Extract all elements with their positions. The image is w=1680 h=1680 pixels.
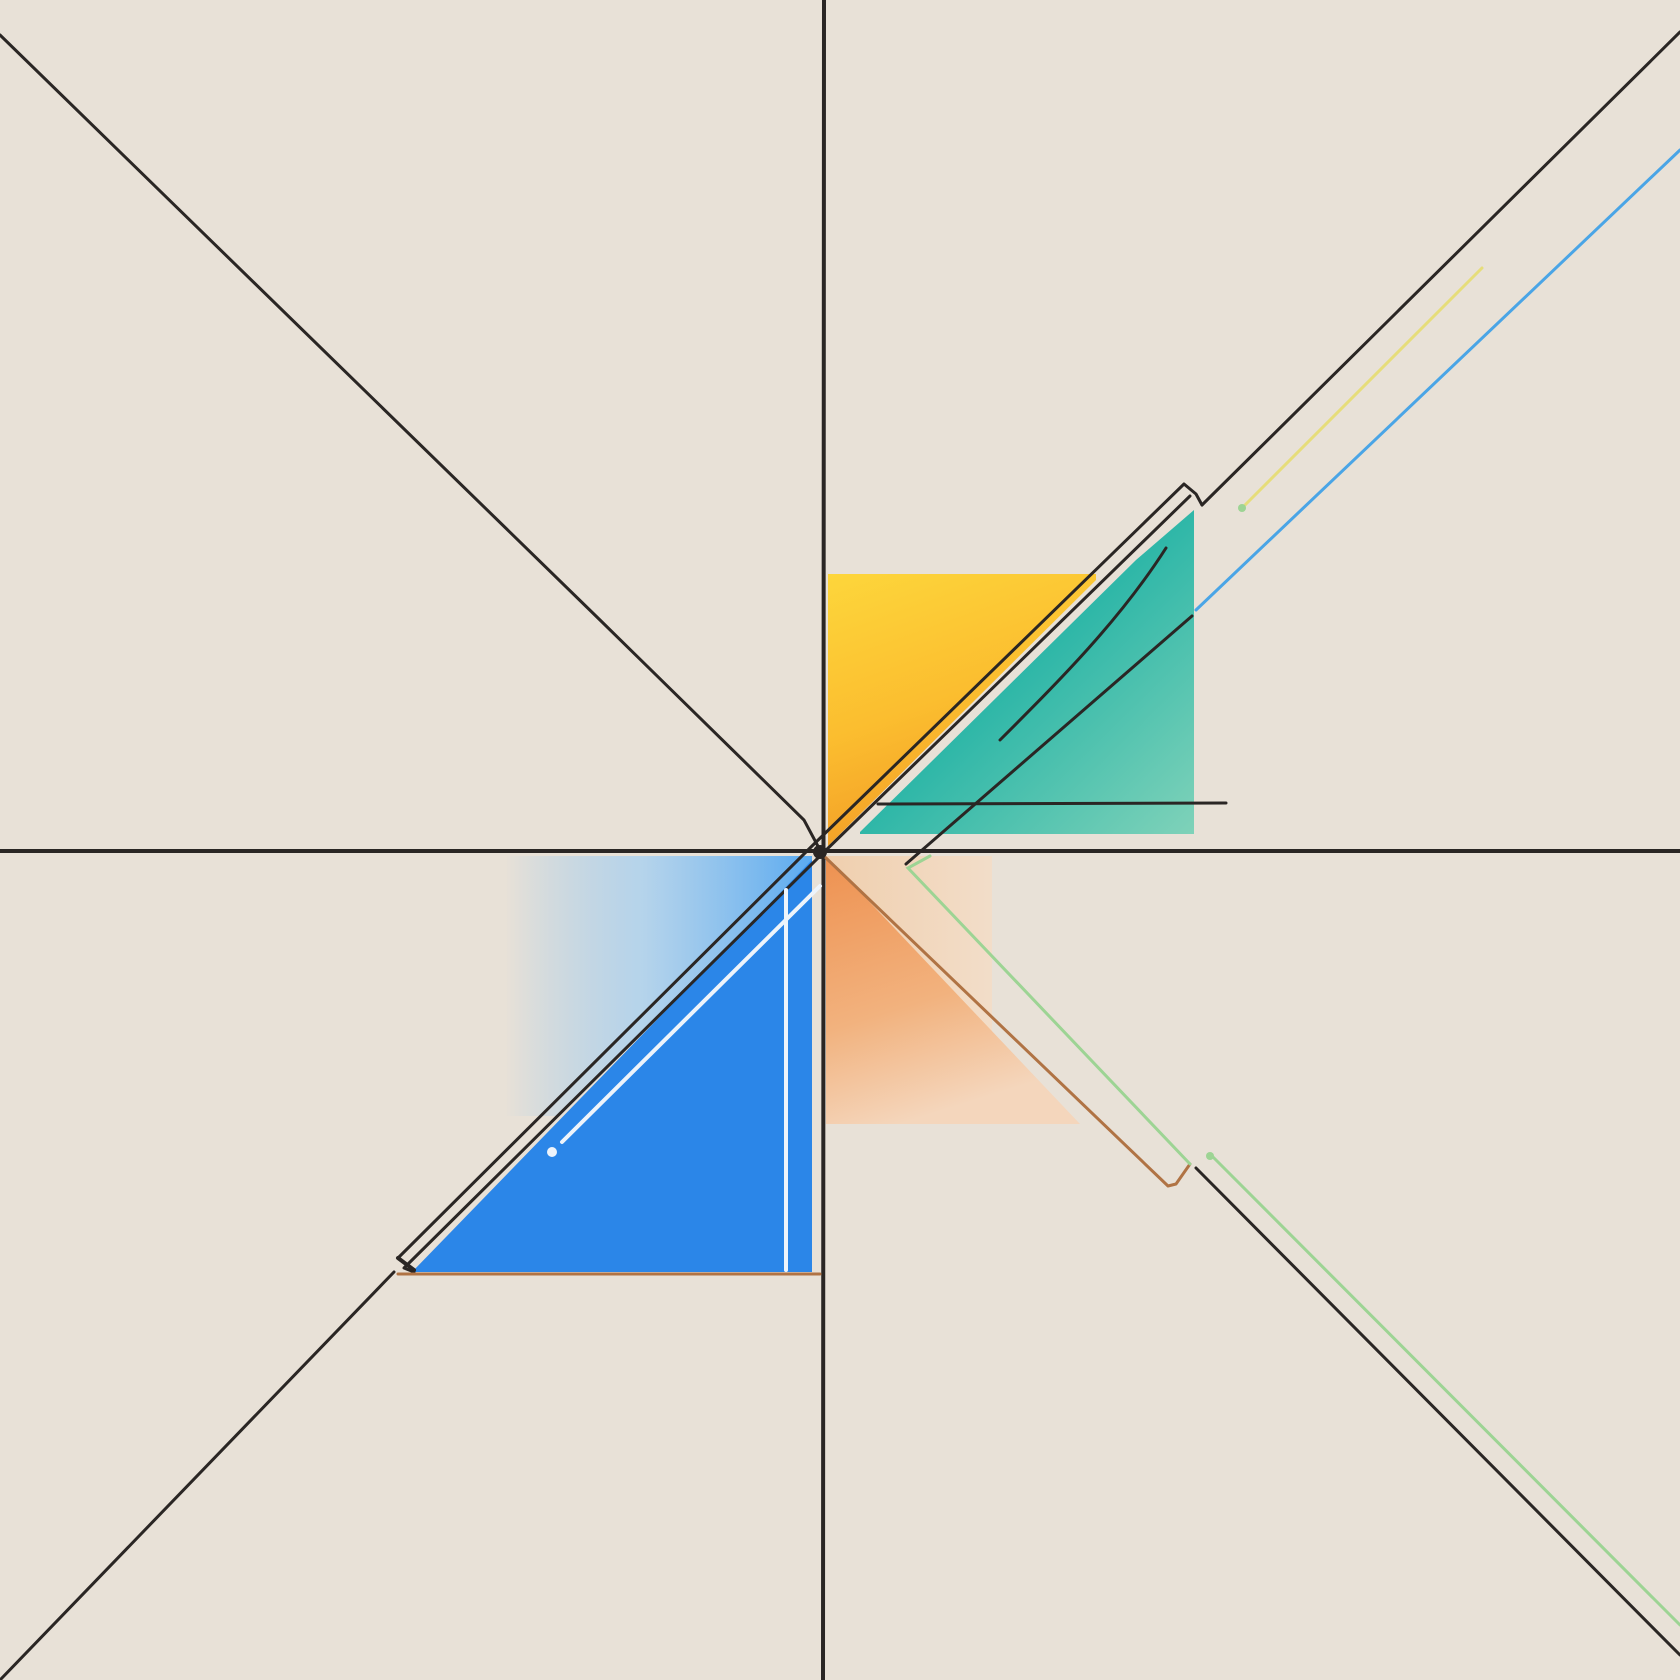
central-beam	[396, 482, 1228, 1274]
peach-diagonal-edge	[824, 856, 1192, 1188]
peach-field	[826, 856, 1080, 1124]
blue-highlights	[547, 884, 822, 1272]
rust-lines	[396, 856, 1192, 1276]
yellow-field	[828, 574, 1096, 846]
green-accent-line	[905, 854, 1192, 1166]
diagonal-lower-right-line	[1194, 1166, 1680, 1657]
green-accent-dot	[1206, 1152, 1214, 1160]
diagonal-upper-right-line	[1200, 30, 1680, 507]
diagonal-lower-left-line	[0, 1270, 396, 1680]
centre-node	[813, 845, 827, 859]
teal-shading-curve	[998, 546, 1168, 742]
blue-highlight-dot	[547, 1147, 557, 1157]
beam-outer-edge	[396, 482, 1204, 1260]
beam-left-cap	[396, 1256, 416, 1272]
blue-diagonal-highlight	[560, 884, 822, 1144]
sky-accent-line	[1194, 148, 1680, 612]
lemon-accent-dot	[1238, 504, 1246, 512]
accent-lines	[905, 148, 1680, 1627]
lemon-accent-line	[1242, 266, 1484, 508]
diagonal-upper-left-line	[0, 33, 822, 852]
beam-inner-edge	[402, 494, 1192, 1274]
teal-inner-stroke	[904, 614, 1194, 866]
teal-field	[860, 510, 1194, 834]
vertical-axis-line	[821, 0, 826, 1680]
green-accent-line-long	[1210, 1154, 1680, 1627]
teal-base-line	[876, 801, 1228, 806]
